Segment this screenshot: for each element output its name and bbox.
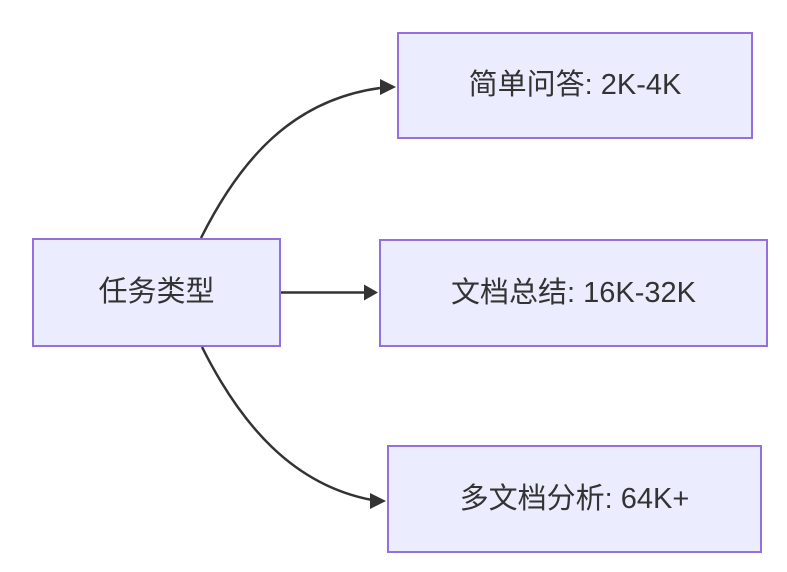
node-simple-qa: 简单问答: 2K-4K bbox=[397, 32, 753, 139]
node-multi-doc-analysis-label: 多文档分析: 64K+ bbox=[459, 482, 690, 515]
node-task-type: 任务类型 bbox=[32, 238, 281, 347]
node-multi-doc-analysis: 多文档分析: 64K+ bbox=[387, 445, 762, 553]
node-doc-summary: 文档总结: 16K-32K bbox=[379, 239, 768, 347]
arrowhead-icon bbox=[364, 284, 378, 301]
node-doc-summary-label: 文档总结: 16K-32K bbox=[451, 276, 696, 309]
node-simple-qa-label: 简单问答: 2K-4K bbox=[468, 69, 682, 102]
node-task-type-label: 任务类型 bbox=[98, 276, 215, 309]
edge-task-to-multi-doc bbox=[200, 346, 373, 502]
arrowhead-icon bbox=[380, 79, 396, 95]
edge-task-to-simple-qa bbox=[199, 86, 381, 239]
arrowhead-icon bbox=[370, 493, 386, 509]
